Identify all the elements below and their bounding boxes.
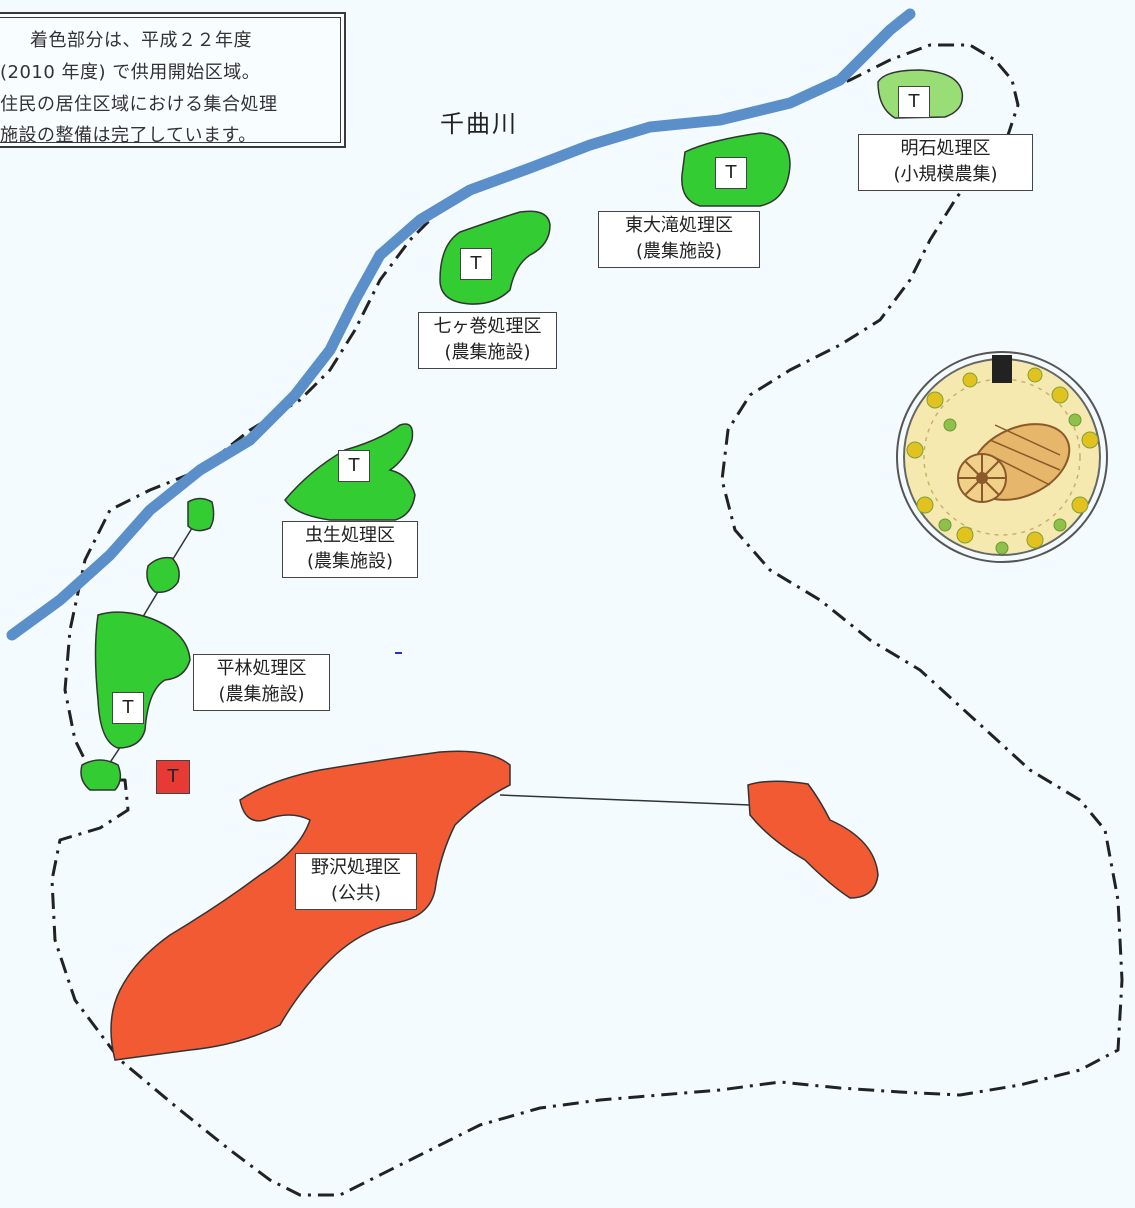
explanatory-note: 着色部分は、平成２２年度 (2010 年度) で供用開始区域。 住民の居住区域に… [0,12,346,148]
hirabayashi-plant-marker: T [112,692,144,724]
hirabayashi-type: (農集施設) [218,684,305,705]
mushu-name: 虫生処理区 [305,525,395,546]
akashi-plant-marker: T [898,86,930,118]
higashiotaki-type: (農集施設) [635,241,723,262]
manhole-cover-icon [896,351,1108,563]
hirabayashi-area-2 [146,556,180,594]
nozawa-name: 野沢処理区 [311,857,401,878]
mushu-plant-marker: T [338,450,370,482]
hirabayashi-area-3 [94,611,191,749]
nanakamaki-name: 七ヶ巻処理区 [433,316,542,337]
higashiotaki-name: 東大滝処理区 [625,215,733,236]
nanakamaki-label: 七ヶ巻処理区 (農集施設) [418,312,557,369]
akashi-label: 明石処理区 (小規模農集) [858,134,1033,191]
hirabayashi-area-4 [80,759,122,791]
akashi-name: 明石処理区 [900,138,991,159]
mushu-type: (農集施設) [306,551,394,572]
nanakamaki-area [439,210,551,305]
note-line-2: (2010 年度) で供用開始区域。 [0,62,261,83]
nozawa-plant-marker: T [156,760,190,794]
higashiotaki-plant-marker: T [715,157,747,189]
akashi-type: (小規模農集) [893,164,998,185]
river-label: 千曲川 [440,110,518,138]
nanakamaki-type: (農集施設) [444,342,531,363]
hirabayashi-name: 平林処理区 [216,658,307,679]
nozawa-label: 野沢処理区 (公共) [295,853,417,910]
note-line-3: 住民の居住区域における集合処理 [0,94,278,115]
nozawa-area-east [747,780,879,899]
hirabayashi-area-1 [187,497,215,532]
note-line-4: 施設の整備は完了しています。 [0,125,257,146]
nozawa-link [499,794,751,806]
chikuma-river [6,8,916,641]
nozawa-type: (公共) [330,883,382,904]
mushu-label: 虫生処理区 (農集施設) [282,521,418,578]
hirabayashi-label: 平林処理区 (農集施設) [193,654,330,711]
note-inner-border [0,17,341,143]
higashiotaki-label: 東大滝処理区 (農集施設) [598,211,760,268]
nanakamaki-plant-marker: T [460,248,492,280]
note-line-1: 着色部分は、平成２２年度 [30,30,252,51]
